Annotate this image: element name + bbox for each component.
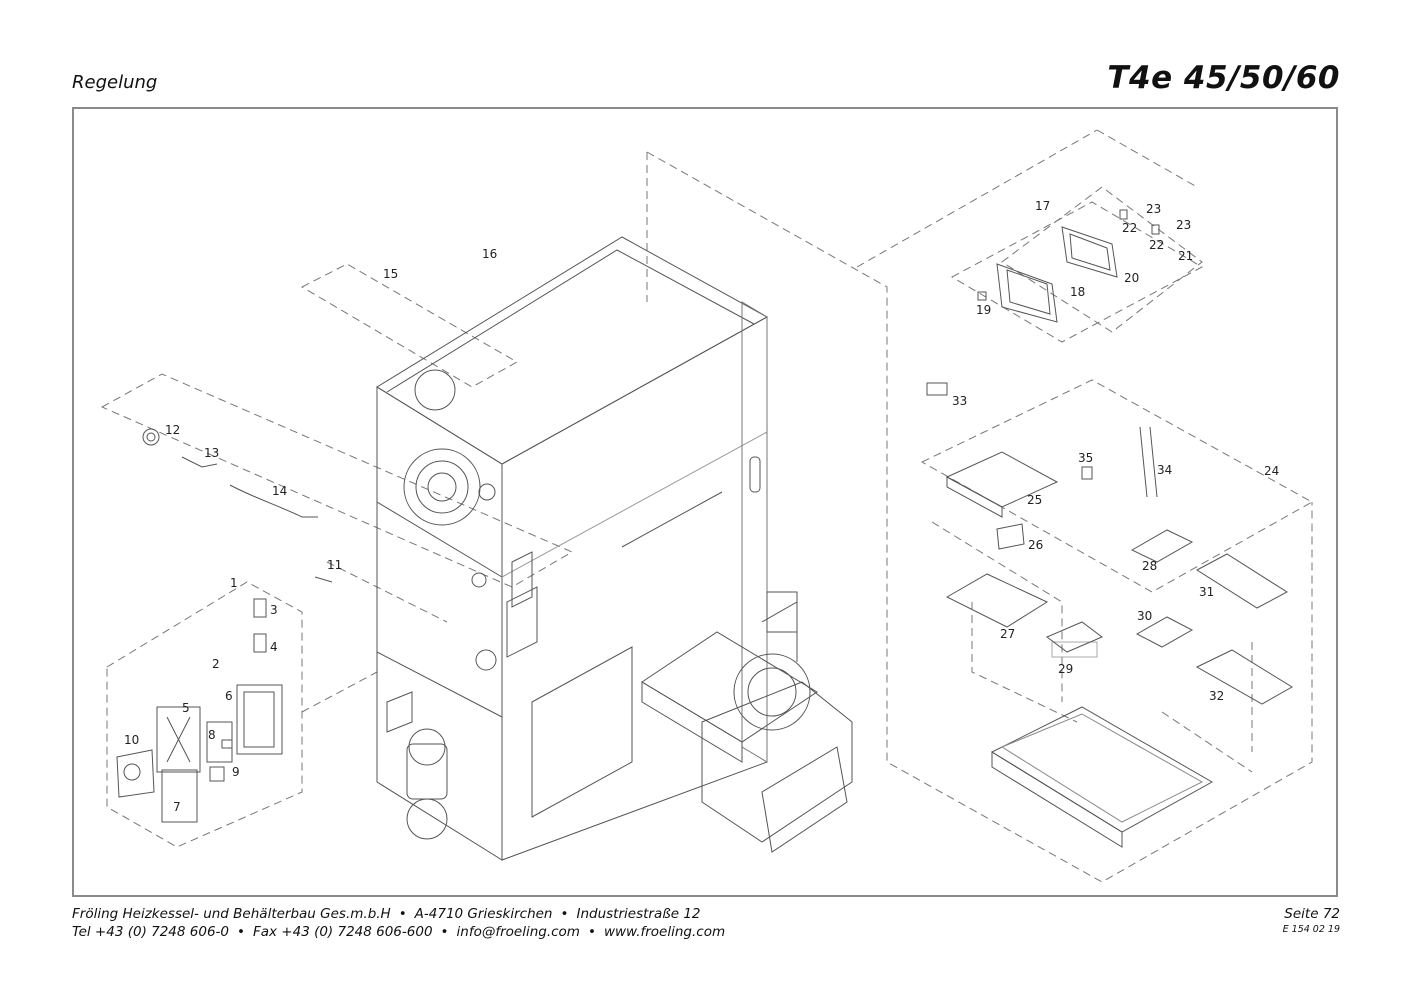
address-city: A-4710 Grieskirchen — [414, 906, 553, 922]
callout-27: 27 — [1000, 627, 1015, 641]
email-link[interactable]: info@froeling.com — [456, 924, 580, 940]
callout-23-a: 23 — [1146, 202, 1161, 216]
callout-21: 21 — [1178, 249, 1193, 263]
footer-contact: Fröling Heizkessel- und Behälterbau Ges.… — [72, 905, 725, 941]
callout-28: 28 — [1142, 559, 1157, 573]
footer-page-info: Seite 72 E 154 02 19 — [1283, 905, 1340, 937]
callout-6: 6 — [225, 689, 233, 703]
callout-25: 25 — [1027, 493, 1042, 507]
callout-18: 18 — [1070, 285, 1085, 299]
callout-15: 15 — [383, 267, 398, 281]
callout-33: 33 — [952, 394, 967, 408]
bullet-separator: • — [560, 906, 569, 922]
callout-24: 24 — [1264, 464, 1279, 478]
callout-5: 5 — [182, 701, 190, 715]
callout-12: 12 — [165, 423, 180, 437]
fax-number: Fax +43 (0) 7248 606-600 — [252, 924, 433, 940]
callout-30: 30 — [1137, 609, 1152, 623]
callout-31: 31 — [1199, 585, 1214, 599]
phone-number: Tel +43 (0) 7248 606-0 — [72, 924, 229, 940]
callout-23-b: 23 — [1176, 218, 1191, 232]
callout-19: 19 — [976, 303, 991, 317]
callout-34: 34 — [1157, 463, 1172, 477]
exploded-view-frame: 1 2 3 4 5 6 7 8 9 10 11 12 13 14 15 16 1… — [72, 107, 1338, 897]
address-street: Industriestraße 12 — [576, 906, 701, 922]
callout-1: 1 — [230, 576, 238, 590]
callout-17: 17 — [1035, 199, 1050, 213]
bullet-separator: • — [587, 924, 596, 940]
callout-22-a: 22 — [1122, 221, 1137, 235]
callout-9: 9 — [232, 765, 240, 779]
page-number: Seite 72 — [1284, 906, 1340, 922]
footer-line-2: Tel +43 (0) 7248 606-0 • Fax +43 (0) 7248 … — [72, 923, 725, 941]
callout-35: 35 — [1078, 451, 1093, 465]
document-number: E 154 02 19 — [1282, 924, 1340, 935]
callout-2: 2 — [212, 657, 220, 671]
callout-8: 8 — [208, 728, 216, 742]
exploded-view-drawing: 1 2 3 4 5 6 7 8 9 10 11 12 13 14 15 16 1… — [100, 129, 1314, 883]
callout-10: 10 — [124, 733, 139, 747]
callout-29: 29 — [1058, 662, 1073, 676]
company-name: Fröling Heizkessel- und Behälterbau Ges.… — [72, 906, 391, 922]
callout-7: 7 — [173, 800, 181, 814]
bullet-separator: • — [440, 924, 449, 940]
callout-26: 26 — [1028, 538, 1043, 552]
bullet-separator: • — [237, 924, 245, 940]
callout-20: 20 — [1124, 271, 1139, 285]
callout-14: 14 — [272, 484, 287, 498]
callout-16: 16 — [482, 247, 497, 261]
model-title: T4e 45/50/60 — [1107, 60, 1340, 96]
website-link[interactable]: www.froeling.com — [603, 924, 726, 940]
section-title: Regelung — [72, 72, 158, 93]
callout-22-b: 22 — [1149, 238, 1164, 252]
callout-3: 3 — [270, 603, 278, 617]
callout-11: 11 — [327, 558, 342, 572]
callout-13: 13 — [204, 446, 219, 460]
bullet-separator: • — [398, 906, 407, 922]
callout-32: 32 — [1209, 689, 1224, 703]
footer-line-1: Fröling Heizkessel- und Behälterbau Ges.… — [72, 905, 725, 923]
callout-4: 4 — [270, 640, 278, 654]
